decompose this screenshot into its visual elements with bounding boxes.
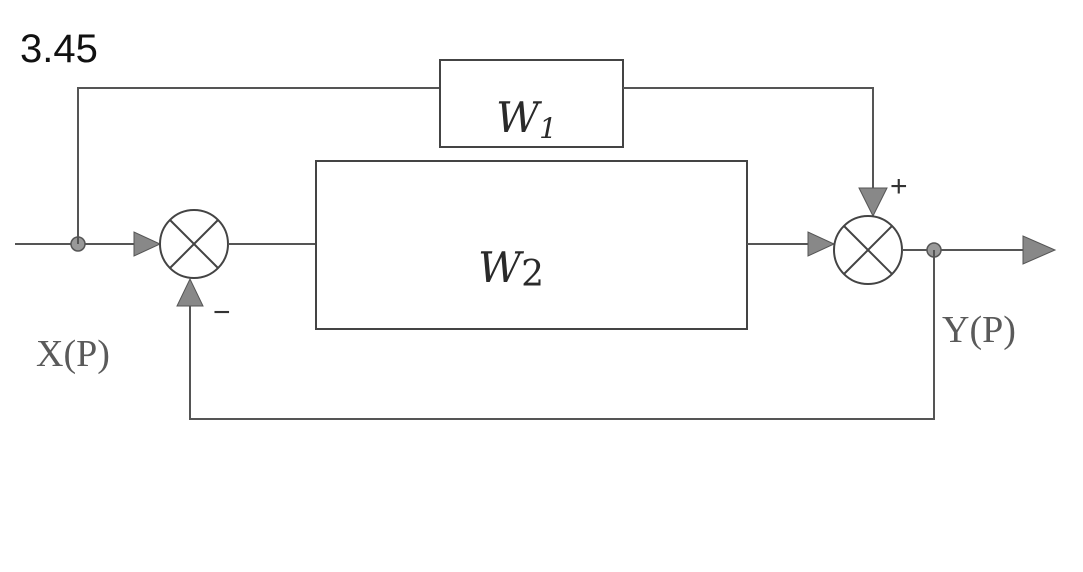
figure-number: 3.45 bbox=[20, 27, 98, 71]
block-w2-label: W2 bbox=[478, 243, 544, 295]
arrow-into-left-junction-bottom bbox=[176, 277, 204, 307]
block-w2 bbox=[315, 160, 748, 330]
block-w2-subscript: 2 bbox=[521, 254, 544, 295]
arrow-into-right-junction bbox=[807, 231, 836, 257]
feedforward-wire-out bbox=[623, 87, 874, 188]
arrow-into-left-junction bbox=[133, 231, 162, 257]
output-label: Y(P) bbox=[942, 309, 1016, 351]
output-arrow bbox=[1022, 235, 1057, 265]
arrow-into-right-junction-top bbox=[858, 187, 888, 218]
left-junction-cross-b bbox=[169, 219, 219, 269]
input-label: X(P) bbox=[36, 333, 110, 375]
block-w1-subscript: 1 bbox=[539, 112, 557, 145]
feedforward-wire-in bbox=[77, 87, 440, 244]
block-w1 bbox=[439, 59, 624, 148]
minus-sign: − bbox=[213, 296, 231, 329]
block-w1-label: W1 bbox=[496, 93, 557, 145]
right-junction bbox=[833, 215, 903, 285]
block-w2-letter: W bbox=[478, 243, 525, 292]
plus-sign: + bbox=[890, 170, 908, 203]
feedback-wire bbox=[189, 250, 935, 420]
left-junction bbox=[159, 209, 229, 279]
block-w1-letter: W bbox=[496, 93, 543, 142]
right-junction-cross-b bbox=[843, 225, 893, 275]
